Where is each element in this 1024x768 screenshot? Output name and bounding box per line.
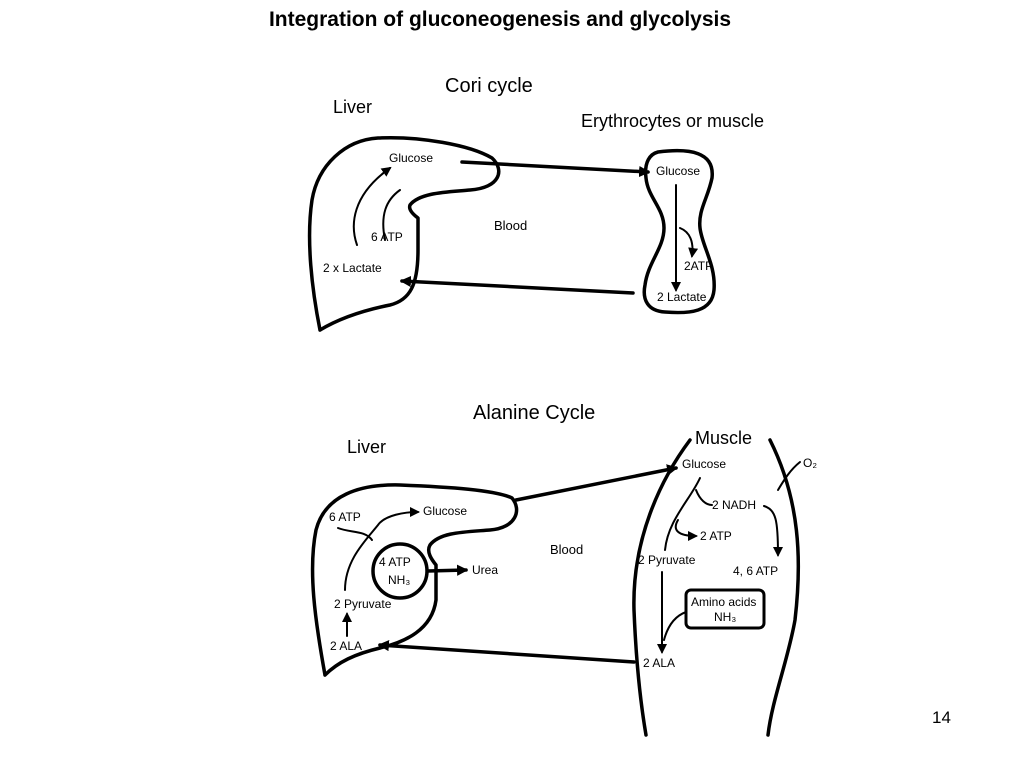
alanine-muscle-glucose: Glucose bbox=[682, 457, 726, 471]
amino-acids-nh3: NH₃ bbox=[714, 610, 736, 624]
cori-liver-glucose: Glucose bbox=[389, 151, 433, 165]
muscle-fiber-right-edge bbox=[766, 438, 801, 737]
alanine-muscle-ala: 2 ALA bbox=[643, 656, 675, 670]
cori-cell-glucose: Glucose bbox=[656, 164, 700, 178]
cori-cell-atp: 2ATP bbox=[684, 259, 713, 273]
alanine-liver-atp-curve bbox=[337, 527, 373, 541]
cori-liver-atp: 6 ATP bbox=[371, 230, 403, 244]
muscle-nadh-curve bbox=[695, 489, 713, 506]
cori-atp-input-curve bbox=[382, 189, 401, 241]
cori-peripheral-label: Erythrocytes or muscle bbox=[581, 111, 764, 131]
alanine-glucose-transport-arrow bbox=[514, 464, 679, 502]
alanine-liver-glucose: Glucose bbox=[423, 504, 467, 518]
amino-acids-to-ala-curve bbox=[663, 611, 687, 641]
slide-title: Integration of gluconeogenesis and glyco… bbox=[268, 8, 732, 31]
cori-liver-label: Liver bbox=[333, 97, 372, 117]
urea-label: Urea bbox=[472, 563, 498, 577]
alanine-blood-label: Blood bbox=[550, 542, 583, 557]
cori-liver-lactate: 2 x Lactate bbox=[323, 261, 382, 275]
cori-glucose-transport-arrow bbox=[460, 160, 651, 178]
alanine-muscle-atp: 2 ATP bbox=[700, 529, 732, 543]
cori-cycle-heading: Cori cycle bbox=[445, 75, 533, 97]
muscle-atp-curve bbox=[674, 519, 698, 541]
cori-cycle-panel: Cori cycle Liver Erythrocytes or muscle … bbox=[307, 75, 764, 332]
urea-output-arrow bbox=[426, 564, 469, 576]
muscle-fiber-left-edge bbox=[632, 438, 692, 737]
muscle-glycolysis-path bbox=[664, 477, 701, 551]
alanine-liver-atp: 6 ATP bbox=[329, 510, 361, 524]
alanine-cycle-panel: Alanine Cycle Liver Muscle Blood 4 ATP N… bbox=[310, 402, 817, 737]
cori-gluconeogenesis-curve bbox=[352, 166, 392, 246]
cori-atp-output-curve bbox=[679, 227, 699, 258]
alanine-muscle-nadh: 2 NADH bbox=[712, 498, 756, 512]
alanine-liver-label: Liver bbox=[347, 437, 386, 457]
alanine-liver-ala: 2 ALA bbox=[330, 639, 362, 653]
alanine-muscle-pyruvate: 2 Pyruvate bbox=[638, 553, 696, 567]
amino-acids-box bbox=[684, 588, 766, 630]
cori-blood-label: Blood bbox=[494, 218, 527, 233]
alanine-muscle-label: Muscle bbox=[695, 428, 752, 448]
urea-cycle-nh3: NH₃ bbox=[388, 573, 410, 587]
amino-acids-label: Amino acids bbox=[691, 595, 756, 609]
cori-liver-outline bbox=[307, 135, 501, 332]
alanine-muscle-atp-oxidative: 4, 6 ATP bbox=[733, 564, 778, 578]
urea-cycle-circle bbox=[371, 542, 429, 600]
cori-peripheral-cell-outline bbox=[642, 148, 716, 315]
urea-cycle-atp: 4 ATP bbox=[379, 555, 411, 569]
oxidative-phosphorylation-path bbox=[763, 505, 783, 557]
alanine-gluconeogenesis-path bbox=[344, 507, 420, 591]
cori-lactate-transport-arrow bbox=[399, 275, 635, 295]
alanine-ala-transport-arrow bbox=[377, 640, 636, 664]
oxygen-input-curve bbox=[777, 461, 801, 491]
alanine-cycle-heading: Alanine Cycle bbox=[473, 402, 595, 424]
alanine-liver-outline bbox=[310, 483, 519, 677]
oxygen-label: O₂ bbox=[803, 456, 817, 470]
page-number: 14 bbox=[932, 708, 951, 727]
alanine-liver-pyruvate: 2 Pyruvate bbox=[334, 597, 392, 611]
cori-cell-lactate: 2 Lactate bbox=[657, 290, 707, 304]
